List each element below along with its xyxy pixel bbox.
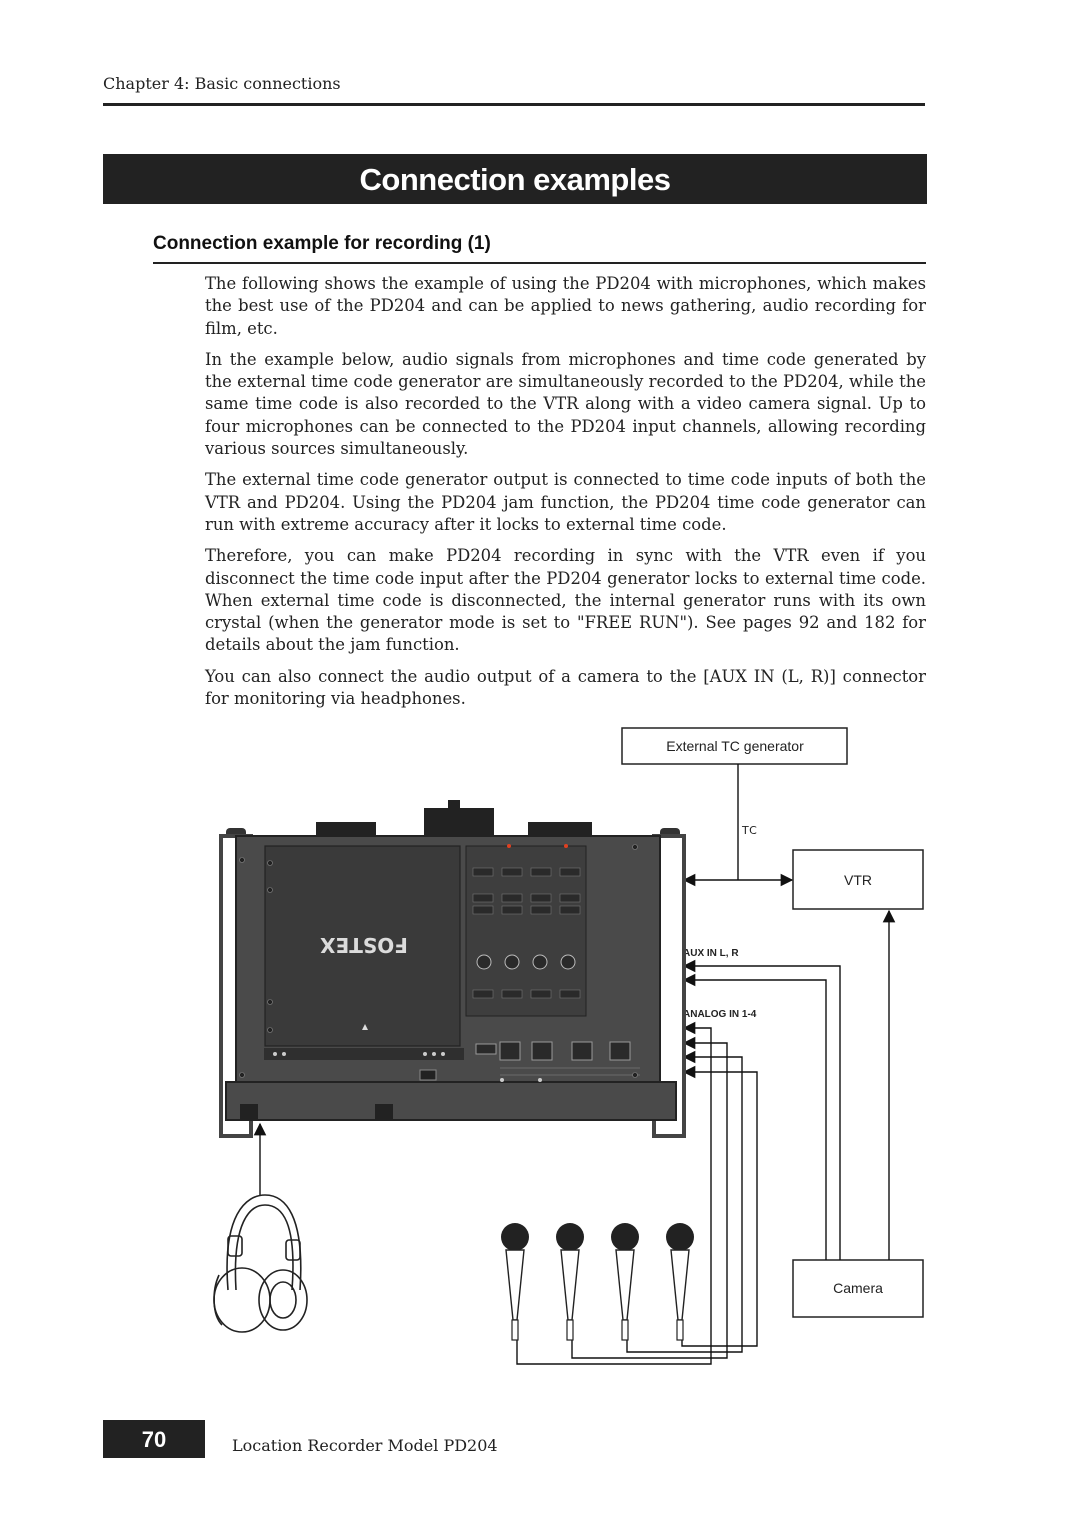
microphone-icon (611, 1223, 639, 1341)
tc-label: TC (741, 824, 758, 837)
camera-label: Camera (833, 1280, 883, 1296)
analog-in-lines (516, 1021, 758, 1365)
subsection-title: Connection example for recording (1) (153, 233, 491, 254)
aux-in-label: AUX IN L, R (683, 948, 739, 959)
analog-in-label: ANALOG IN 1-4 (683, 1009, 757, 1020)
headphones-drawing (213, 1194, 308, 1333)
page-number: 70 (103, 1420, 205, 1458)
tc-generator-box: External TC generator (621, 727, 848, 765)
subsection-rule (153, 262, 926, 264)
paragraph: The following shows the example of using… (205, 274, 926, 338)
footer-title: Location Recorder Model PD204 (232, 1436, 498, 1455)
tc-generator-label: External TC generator (666, 738, 804, 754)
pd204-recorder: FOSTEX (219, 800, 686, 1138)
body-text: The following shows the example of using… (205, 273, 926, 719)
vtr-box: VTR (792, 849, 924, 910)
camera-box: Camera (792, 1259, 924, 1318)
tc-connection-lines (682, 764, 794, 887)
fostex-logo: FOSTEX (320, 933, 408, 957)
paragraph: The external time code generator output … (205, 470, 926, 534)
paragraph: Therefore, you can make PD204 recording … (205, 546, 926, 655)
chapter-header: Chapter 4: Basic connections (103, 74, 341, 93)
microphone-icon (556, 1223, 584, 1341)
microphone-icon (501, 1223, 529, 1341)
section-banner: Connection examples (103, 154, 927, 204)
paragraph: In the example below, audio signals from… (205, 349, 926, 459)
connection-diagram: External TC generator VTR Camera TC AUX … (213, 727, 924, 1365)
paragraph: You can also connect the audio output of… (205, 666, 926, 709)
vtr-label: VTR (844, 872, 872, 888)
chapter-rule (103, 103, 925, 106)
aux-in-lines (682, 959, 841, 1260)
microphone-icon (666, 1223, 694, 1341)
